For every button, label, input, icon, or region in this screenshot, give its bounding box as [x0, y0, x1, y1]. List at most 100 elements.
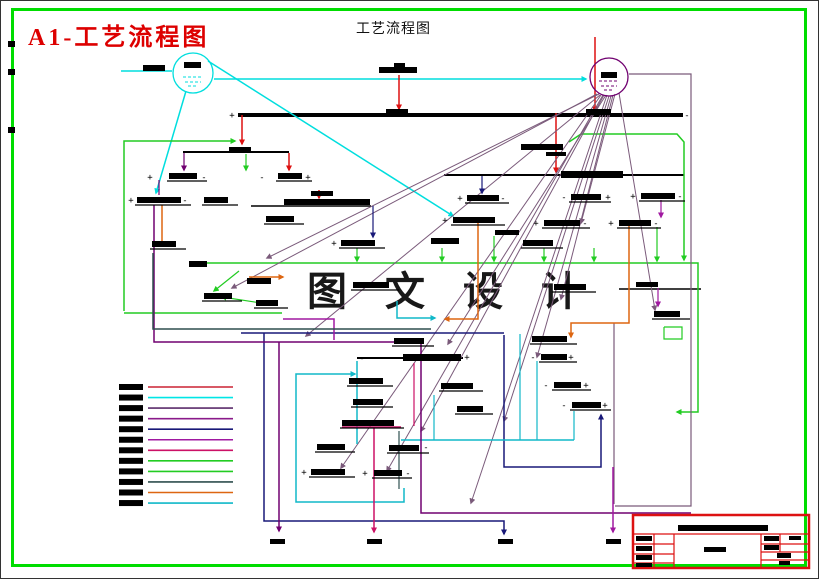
- flow-edge: [618, 92, 658, 312]
- title-block-text-bar: [636, 563, 652, 567]
- flow-node-label: [394, 338, 424, 344]
- watermark-text: 图 文 设 计: [307, 269, 595, 314]
- polarity-mark: +: [464, 353, 470, 363]
- title-block-text-bar: [636, 555, 652, 560]
- flow-node-label: [143, 65, 165, 71]
- polarity-mark: +: [442, 216, 448, 226]
- flow-edge: [265, 93, 600, 259]
- vessel-circle: [172, 52, 214, 94]
- flow-node-label: [523, 240, 553, 246]
- flow-node-label: [342, 420, 394, 426]
- flow-node-label: [278, 173, 302, 179]
- flow-node-label: [367, 539, 382, 544]
- flow-node-label: [498, 539, 513, 544]
- flow-edge: [568, 133, 687, 262]
- legend-key-label: [119, 415, 143, 422]
- legend-key-label: [119, 426, 143, 433]
- sheet-label: A1-工艺流程图: [28, 25, 210, 51]
- polarity-mark: -: [543, 381, 548, 391]
- flow-node-label: [379, 67, 417, 73]
- polarity-mark: +: [229, 111, 235, 121]
- title-block-text-bar: [777, 553, 791, 558]
- polarity-mark: +: [128, 196, 134, 206]
- legend-key-label: [119, 384, 143, 390]
- legend-key-label: [119, 394, 143, 401]
- flow-node-label: [284, 199, 370, 205]
- polarity-mark: -: [561, 401, 566, 411]
- polarity-mark: -: [201, 173, 206, 183]
- polarity-mark: -: [182, 196, 187, 206]
- polarity-mark: -: [405, 469, 410, 479]
- flow-edge: [503, 335, 604, 468]
- flow-edge: [207, 60, 455, 217]
- flow-edge: [502, 95, 610, 423]
- flow-node-label: [457, 406, 483, 412]
- flow-node-label: [386, 109, 408, 115]
- flow-node-label: [403, 354, 461, 361]
- flow-edge: [201, 262, 699, 415]
- legend-key-label: [119, 457, 143, 464]
- legend-key-label: [119, 468, 143, 475]
- flow-edge: [568, 223, 630, 339]
- flow-edge: [469, 94, 608, 505]
- title-block-text-bar: [779, 561, 790, 565]
- flow-node-label: [561, 171, 623, 178]
- polarity-mark: -: [684, 111, 689, 121]
- flow-node-label: [554, 284, 586, 290]
- flow-node-label: [441, 383, 473, 389]
- flow-node-label: [586, 109, 611, 115]
- title-block-text-bar: [704, 547, 726, 552]
- polarity-mark: +: [362, 469, 368, 479]
- polarity-mark: +: [630, 192, 636, 202]
- flow-node-label: [554, 382, 581, 388]
- title-block-text-bar: [764, 536, 779, 541]
- polarity-mark: -: [582, 219, 587, 229]
- flow-node-label: [606, 539, 621, 544]
- flow-node-label: [349, 378, 383, 384]
- legend-key-label: [119, 447, 143, 454]
- flow-edge: [663, 326, 683, 340]
- flow-node-label: [169, 173, 197, 179]
- polarity-mark: +: [147, 173, 153, 183]
- legend-key-label: [119, 405, 143, 412]
- flow-node-label: [389, 445, 419, 451]
- flow-edge: [123, 138, 237, 311]
- polarity-mark: +: [331, 239, 337, 249]
- flow-edge: [535, 95, 612, 359]
- flow-node-label: [467, 195, 499, 201]
- flow-edge: [212, 270, 240, 292]
- flow-node-label: [541, 354, 567, 360]
- flow-node-label: [654, 311, 680, 317]
- flow-node-label: [311, 191, 333, 196]
- flow-node-label: [229, 147, 251, 153]
- flow-edge: [386, 94, 604, 473]
- flow-node-label: [521, 144, 563, 150]
- flow-node-label: [353, 282, 389, 288]
- polarity-mark: -: [423, 443, 428, 453]
- flow-edge: [283, 318, 335, 340]
- drawing-title: 工艺流程图: [356, 20, 431, 36]
- flow-node-label: [204, 293, 232, 299]
- title-block-text-bar: [636, 546, 652, 551]
- polarity-mark: +: [533, 219, 539, 229]
- polarity-mark: -: [359, 354, 364, 364]
- title-block-text-bar: [678, 525, 768, 531]
- flow-node-label: [431, 238, 459, 244]
- margin-mark: [8, 41, 15, 47]
- flow-node-label: [374, 470, 402, 476]
- flow-edge: [396, 301, 437, 321]
- polarity-mark: +: [301, 468, 307, 478]
- title-block-border: [631, 513, 811, 570]
- polarity-mark: -: [259, 173, 264, 183]
- legend-key-label: [119, 478, 143, 485]
- flow-node-label: [317, 444, 345, 450]
- polarity-mark: +: [602, 401, 608, 411]
- polarity-mark: +: [605, 193, 611, 203]
- flow-edge: [154, 90, 187, 195]
- flow-node-label: [636, 282, 658, 287]
- flow-edge: [230, 93, 598, 289]
- flow-node-label: [266, 216, 294, 222]
- flow-node-label: [394, 63, 405, 67]
